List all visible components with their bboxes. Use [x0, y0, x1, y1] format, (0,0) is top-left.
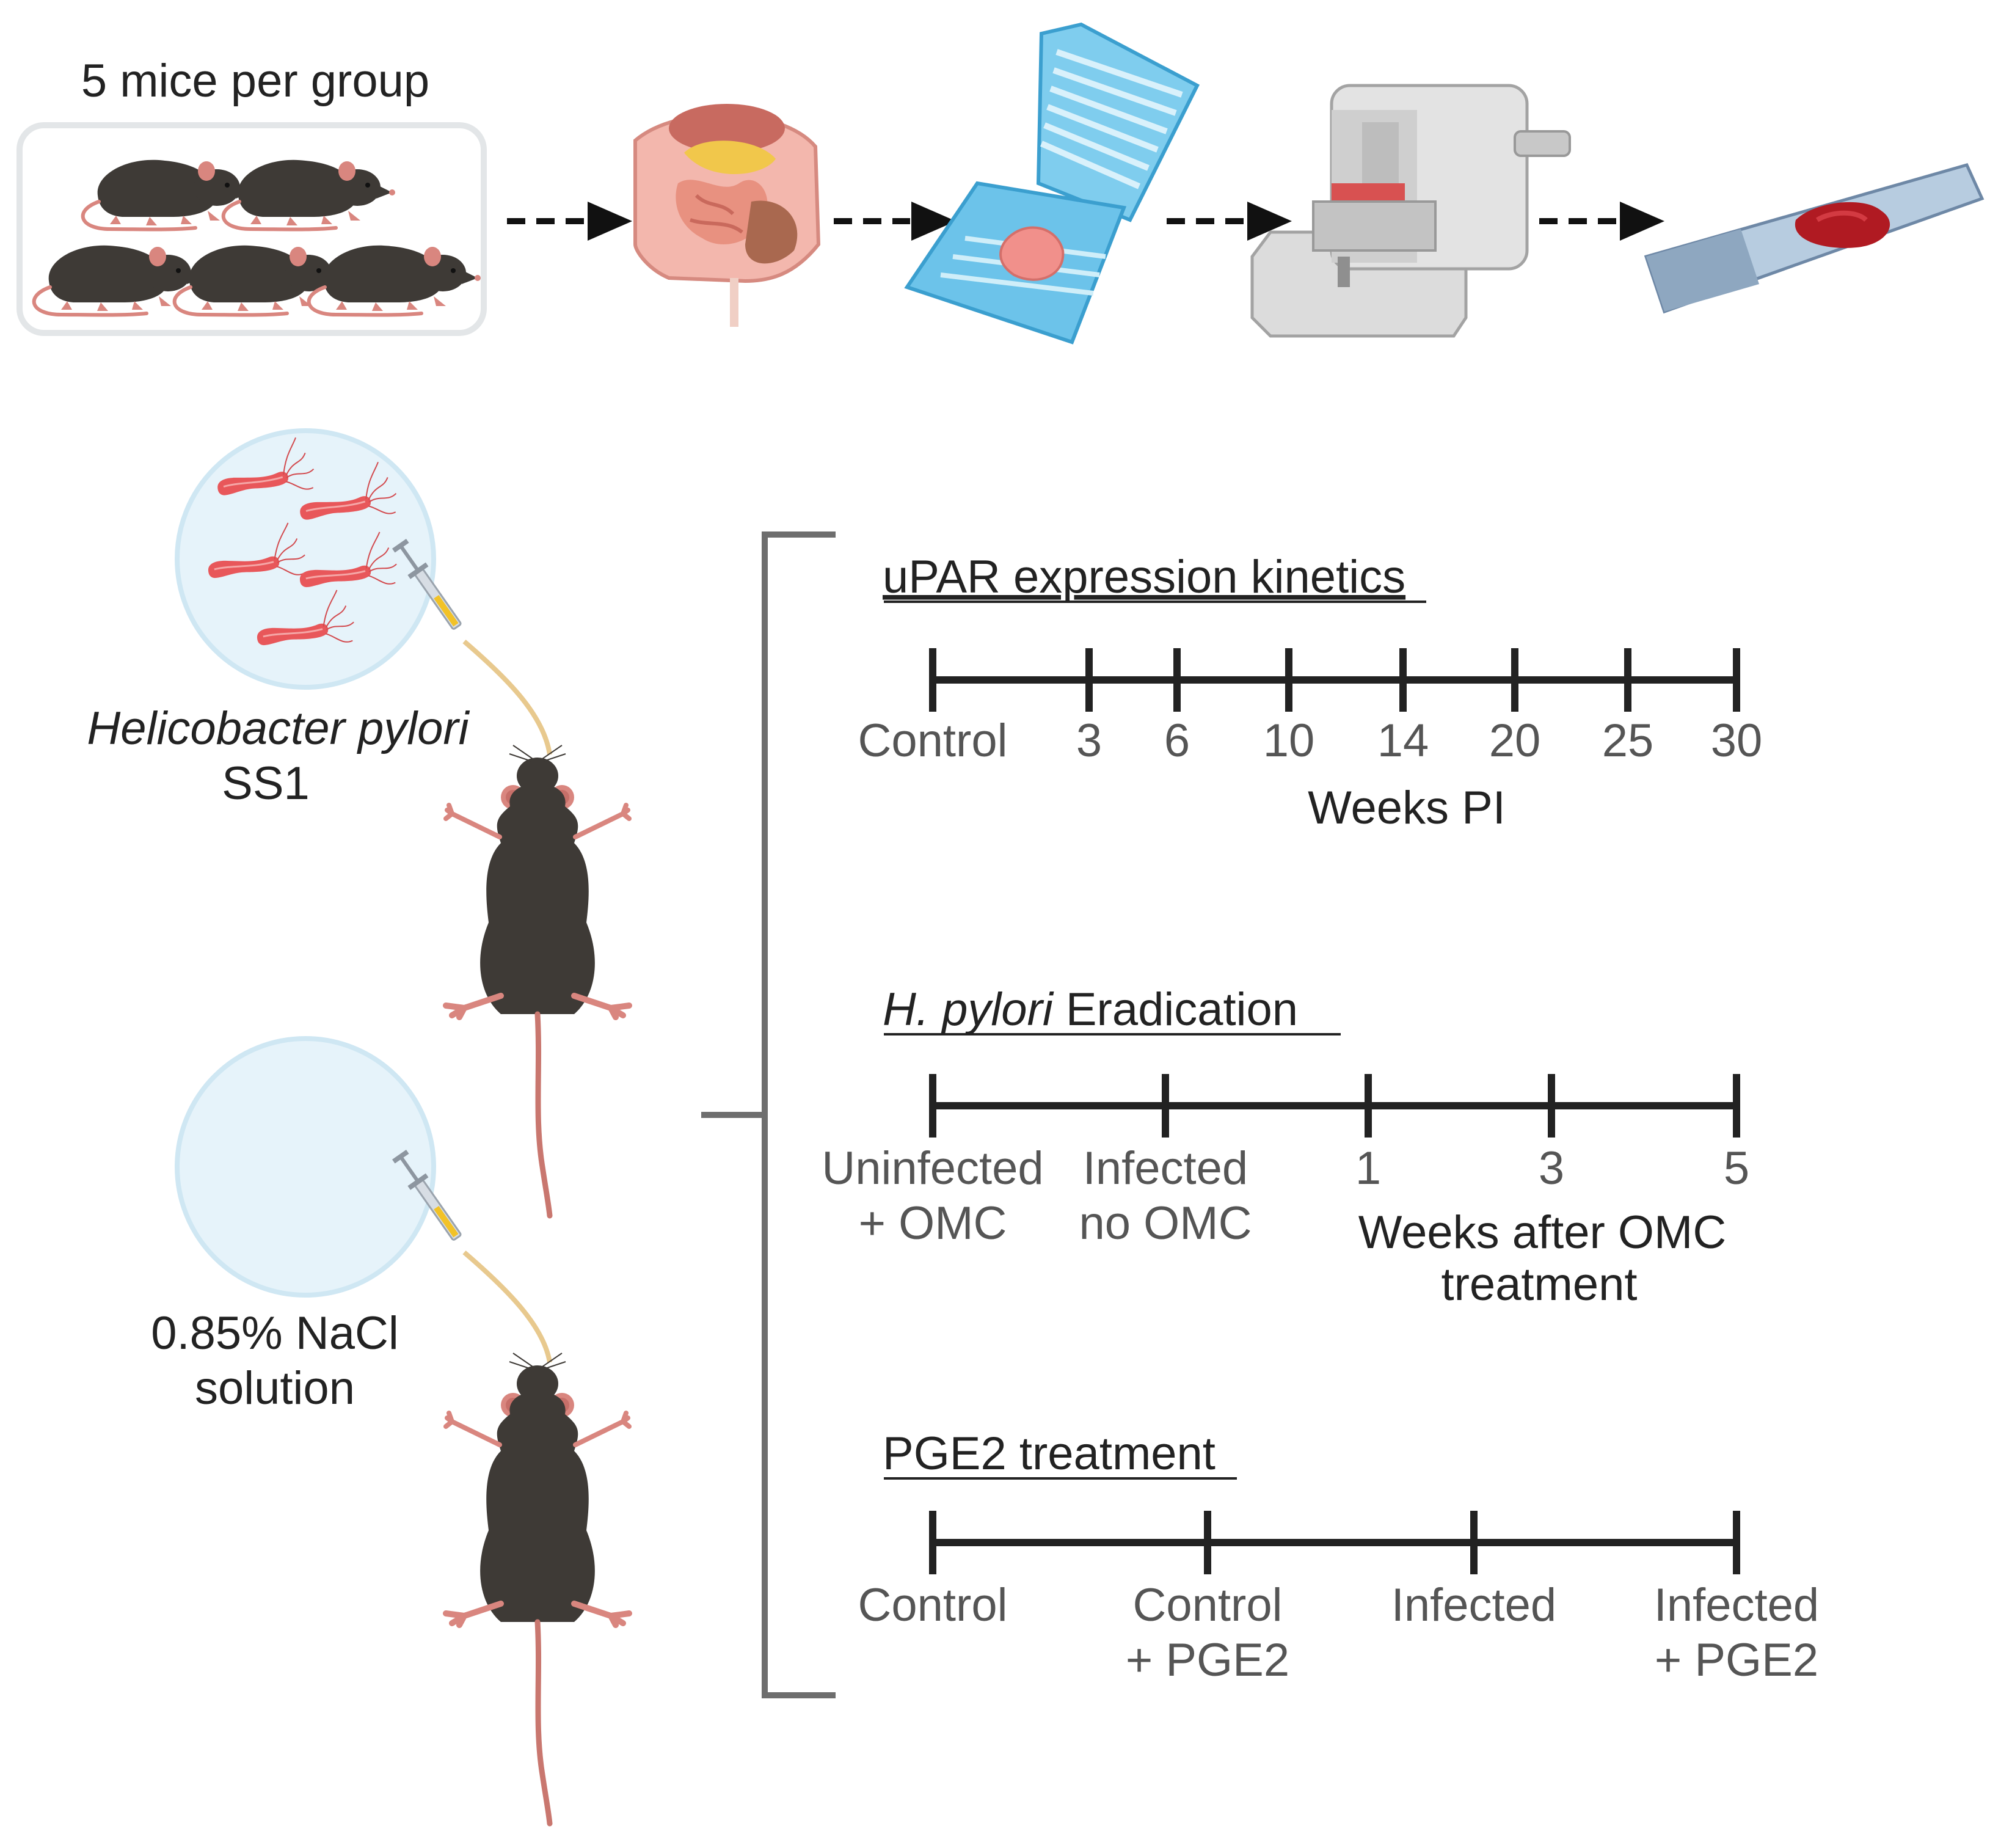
upar-tick-label: 10 [1263, 715, 1315, 767]
eradication-title-italic: H. pylori [883, 984, 1054, 1035]
eradication-tick-label: + OMC [859, 1197, 1007, 1249]
arrow-icon [507, 202, 632, 241]
svg-text:Helicobacter pylori: Helicobacter pylori [87, 703, 470, 754]
upar-axis-label: Weeks PI [1308, 782, 1506, 834]
pge2-tick-label: Control [1133, 1579, 1283, 1631]
workflow-row: 5 mice per group [16, 22, 1985, 345]
upar-panel: uPAR expression kinetics Control 3 6 10 14 20… [858, 551, 1763, 834]
petri-dish-icon [175, 1036, 436, 1298]
eradication-axis-label-line1: Weeks after OMC [1358, 1207, 1727, 1258]
control-group: 0.85% NaCl solution [151, 1036, 629, 1824]
upar-title: uPAR expression kinetics [883, 551, 1405, 603]
pge2-tick-label: Infected [1391, 1579, 1556, 1631]
arrow-icon [1167, 202, 1292, 241]
upar-tick-label: Control [858, 715, 1008, 767]
eradication-tick-label: 5 [1724, 1142, 1749, 1194]
eradication-title-rest: Eradication [1053, 984, 1298, 1035]
group-size-label: 5 mice per group [81, 55, 429, 107]
eradication-panel: H. pylori Eradication Uninfected+ OMC Inf… [822, 984, 1749, 1310]
bacteria-strain-label: SS1 [222, 758, 310, 809]
eradication-title: H. pylori Eradication [883, 984, 1298, 1035]
pge2-title: PGE2 treatment [883, 1428, 1216, 1480]
mouse-top-icon [446, 1353, 629, 1824]
pge2-tick-label: + PGE2 [1126, 1634, 1289, 1686]
infected-group: Helicobacter pylori SS1 [87, 428, 629, 1216]
petri-dish-icon [175, 428, 436, 690]
upar-tick-label: 14 [1377, 715, 1429, 767]
eradication-tick-label: Uninfected [822, 1142, 1043, 1194]
pge2-tick-label: + PGE2 [1655, 1634, 1818, 1686]
upar-tick-label: 30 [1711, 715, 1763, 767]
pge2-tick-label: Infected [1654, 1579, 1819, 1631]
bacteria-species-label: Helicobacter pylori [87, 703, 470, 754]
arrow-icon [834, 202, 956, 241]
eradication-tick-label: no OMC [1079, 1197, 1252, 1249]
pge2-tick-label: Control [858, 1579, 1008, 1631]
saline-label-line2: solution [195, 1362, 355, 1414]
bracket [701, 531, 836, 1698]
microtome-icon [1250, 84, 1571, 338]
upar-tick-label: 25 [1602, 715, 1654, 767]
saline-label-line1: 0.85% NaCl [151, 1307, 399, 1359]
upar-tick-label: 3 [1076, 715, 1102, 767]
microscope-slide-icon [1644, 163, 1985, 314]
mouse-top-icon [446, 745, 629, 1216]
tissue-cassette-icon [904, 22, 1200, 345]
dissected-abdomen-icon [633, 104, 821, 327]
upar-tick-label: 20 [1489, 715, 1541, 767]
upar-tick-label: 6 [1164, 715, 1190, 767]
eradication-tick-label: Infected [1083, 1142, 1248, 1194]
arrow-icon [1539, 202, 1664, 241]
eradication-axis-label-line2: treatment [1441, 1258, 1637, 1310]
eradication-tick-label: 3 [1539, 1142, 1564, 1194]
eradication-tick-label: 1 [1355, 1142, 1381, 1194]
